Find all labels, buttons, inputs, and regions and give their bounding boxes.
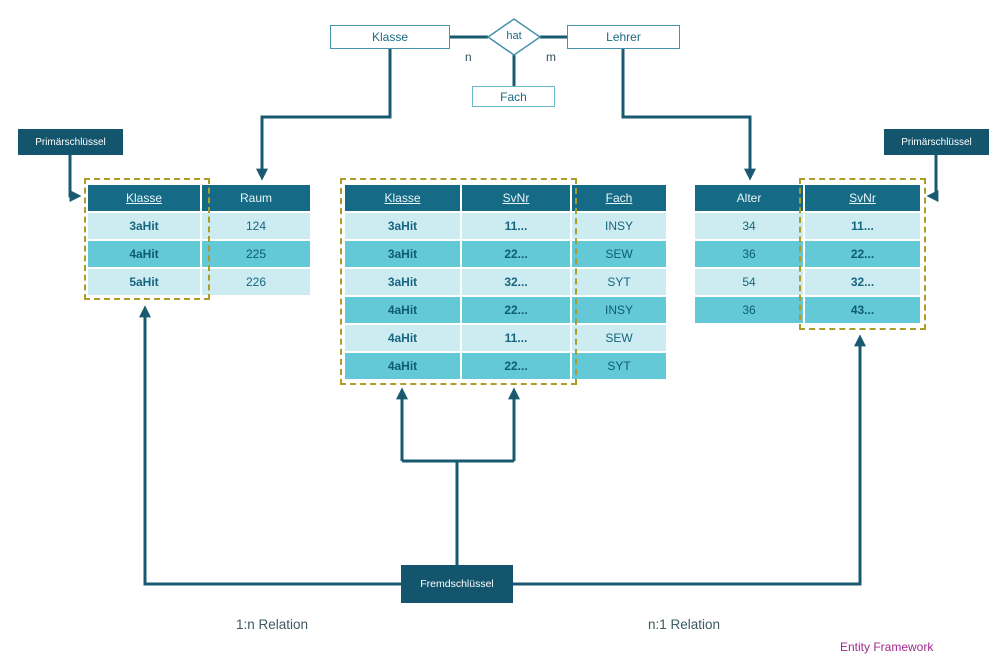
table-alter-svnr: Alter SvNr 34 11... 36 22... 54 32... 36… [695,185,920,323]
table-cell: SYT [572,353,666,379]
table-cell: INSY [572,297,666,323]
table-cell: 22... [462,297,570,323]
relationship-label: hat [506,30,522,42]
table-cell: SEW [572,325,666,351]
table-cell: 226 [202,269,310,295]
table-cell: 4aHit [88,241,200,267]
table-cell: 11... [462,213,570,239]
cardinality-n: n [465,50,472,64]
connector-primarykey-left [68,155,82,202]
table-cell: 3aHit [345,213,460,239]
column-header-klasse: Klasse [88,185,200,211]
connector-primarykey-right [926,155,939,202]
connector-foreignkey-stem [402,459,514,565]
table-cell: 4aHit [345,353,460,379]
table-cell: 3aHit [345,269,460,295]
attribute-fach-label: Fach [500,89,527,104]
column-header-svnr: SvNr [805,185,920,211]
relation-caption-left: 1:n Relation [236,617,309,632]
column-header-alter: Alter [695,185,803,211]
table-cell: 3aHit [88,213,200,239]
column-header-fach: Fach [572,185,666,211]
column-header-svnr: SvNr [462,185,570,211]
column-header-raum: Raum [202,185,310,211]
connector-lehrer-entity-to-table [621,49,756,181]
entity-lehrer: Lehrer [567,25,680,49]
table-cell: 11... [462,325,570,351]
table-cell: 4aHit [345,297,460,323]
connector-foreignkey-left [139,305,401,586]
table-cell: 32... [462,269,570,295]
table-klasse-svnr-fach: Klasse SvNr Fach 3aHit 11... INSY 3aHit … [345,185,666,379]
table-cell: 32... [805,269,920,295]
table-cell: 3aHit [345,241,460,267]
table-cell: 11... [805,213,920,239]
foreign-key-label: Fremdschlüssel [401,565,513,603]
table-cell: 124 [202,213,310,239]
attribute-fach: Fach [472,86,555,107]
credit-text: Entity Framework [840,640,934,654]
table-cell: SEW [572,241,666,267]
table-cell: 5aHit [88,269,200,295]
cardinality-m: m [546,50,556,64]
table-klasse-raum: Klasse Raum 3aHit 124 4aHit 225 5aHit 22… [88,185,310,295]
table-cell: 54 [695,269,803,295]
entity-klasse: Klasse [330,25,450,49]
column-header-klasse: Klasse [345,185,460,211]
table-cell: 36 [695,241,803,267]
table-cell: 225 [202,241,310,267]
entity-klasse-label: Klasse [371,30,409,44]
table-cell: INSY [572,213,666,239]
table-cell: 22... [805,241,920,267]
entity-lehrer-label: Lehrer [606,30,641,44]
table-cell: 36 [695,297,803,323]
table-cell: 22... [462,353,570,379]
table-cell: 43... [805,297,920,323]
connector-foreignkey-right [513,334,866,586]
table-cell: 34 [695,213,803,239]
table-cell: SYT [572,269,666,295]
primary-key-label-right: Primärschlüssel [884,129,989,155]
relationship-diamond [486,18,542,56]
table-cell: 22... [462,241,570,267]
table-cell: 4aHit [345,325,460,351]
primary-key-label-left: Primärschlüssel [18,129,123,155]
connector-klasse-entity-to-table [256,49,392,181]
relation-caption-right: n:1 Relation [648,617,721,632]
